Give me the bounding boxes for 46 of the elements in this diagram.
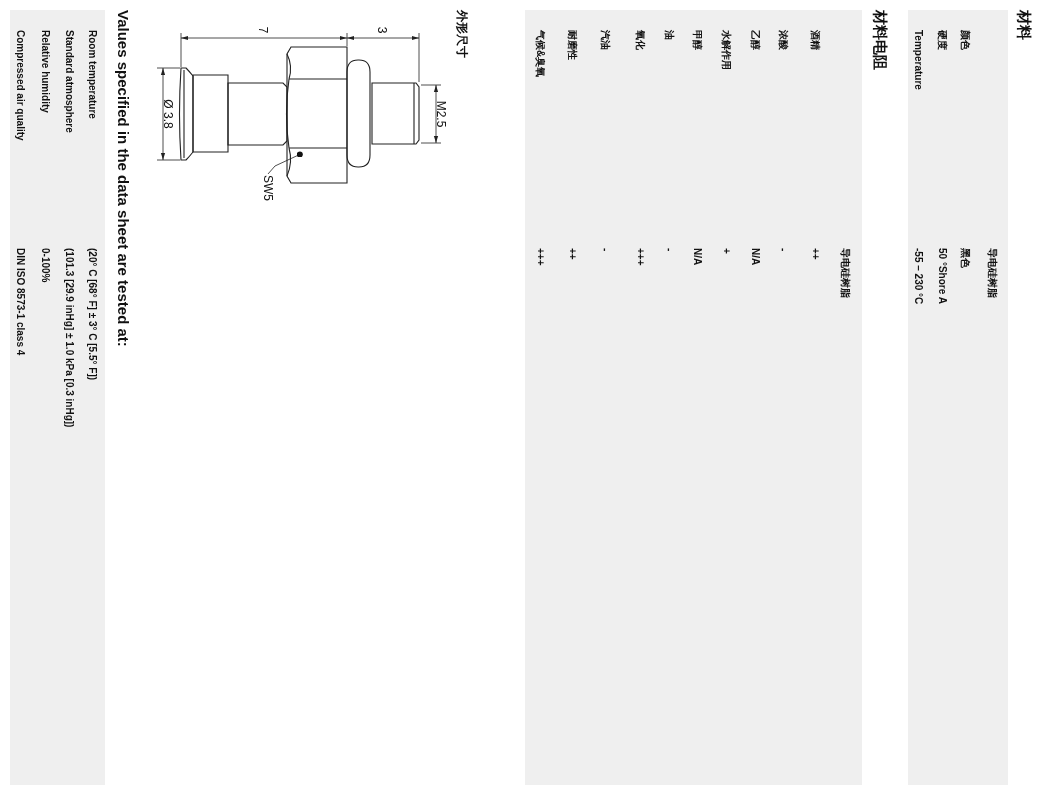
- row-label: Relative humidity: [39, 30, 52, 113]
- dimension-value: 3: [375, 26, 389, 34]
- row-label: 水解作用: [720, 30, 733, 70]
- row-label: 氧化: [634, 30, 647, 50]
- row-label: Temperature: [912, 30, 925, 90]
- row-label: 气候&臭氧: [534, 30, 547, 78]
- section-heading: 材料: [1015, 10, 1033, 40]
- table-value: DIN ISO 8573-1 class 4: [14, 248, 27, 356]
- row-label: Compressed air quality: [14, 30, 27, 141]
- table-value: -: [663, 248, 676, 252]
- row-label: 耐磨性: [566, 30, 579, 60]
- row-label: 油: [663, 30, 676, 40]
- table-value: 0-100%: [39, 248, 52, 283]
- table-value: +: [720, 248, 733, 254]
- row-label: 乙醇: [749, 30, 762, 50]
- dimension-value: Ø 3.8: [161, 99, 175, 129]
- section-heading: 外形尺寸: [455, 10, 469, 58]
- row-label: Standard atmosphere: [63, 30, 76, 133]
- table-value: +++: [634, 248, 647, 266]
- table-value: (101.3 [29.9 inHg] ± 1.0 kPa [0.3 inHg]): [63, 248, 76, 428]
- row-label: 汽油: [599, 30, 612, 50]
- table-value: -: [599, 248, 612, 252]
- table-value: 黑色: [959, 248, 972, 268]
- table-value: N/A: [691, 248, 704, 266]
- row-label: 酒精: [809, 30, 822, 50]
- row-label: 甲醇: [691, 30, 704, 50]
- table-value: N/A: [749, 248, 762, 266]
- table-value: -: [777, 248, 790, 252]
- table-value: ++: [809, 248, 822, 260]
- dimension-value: M2.5: [434, 100, 448, 128]
- row-label: 颜色: [959, 30, 972, 50]
- section-heading: 材料电阻: [871, 10, 889, 70]
- column-heading: 导电硅树脂: [986, 248, 999, 298]
- hex-nut-drawing: [285, 46, 348, 184]
- row-label: 浓酸: [777, 30, 790, 50]
- table-value: ++: [566, 248, 579, 260]
- row-label: 硬度: [936, 30, 949, 50]
- dimension-value: 7: [256, 26, 270, 34]
- table-value: 50 °Shore A: [936, 248, 949, 304]
- column-heading: 导电硅树脂: [839, 248, 852, 298]
- callout-label: SW5: [261, 175, 275, 201]
- table-value: -55 – 230 °C: [912, 248, 925, 305]
- table-value: (20° C [68° F] ± 3° C [5.5° F]): [86, 248, 99, 381]
- section-heading: Values specified in the data sheet are tested at:: [114, 10, 132, 347]
- table-value: +++: [534, 248, 547, 266]
- row-label: Room temperature: [86, 30, 99, 119]
